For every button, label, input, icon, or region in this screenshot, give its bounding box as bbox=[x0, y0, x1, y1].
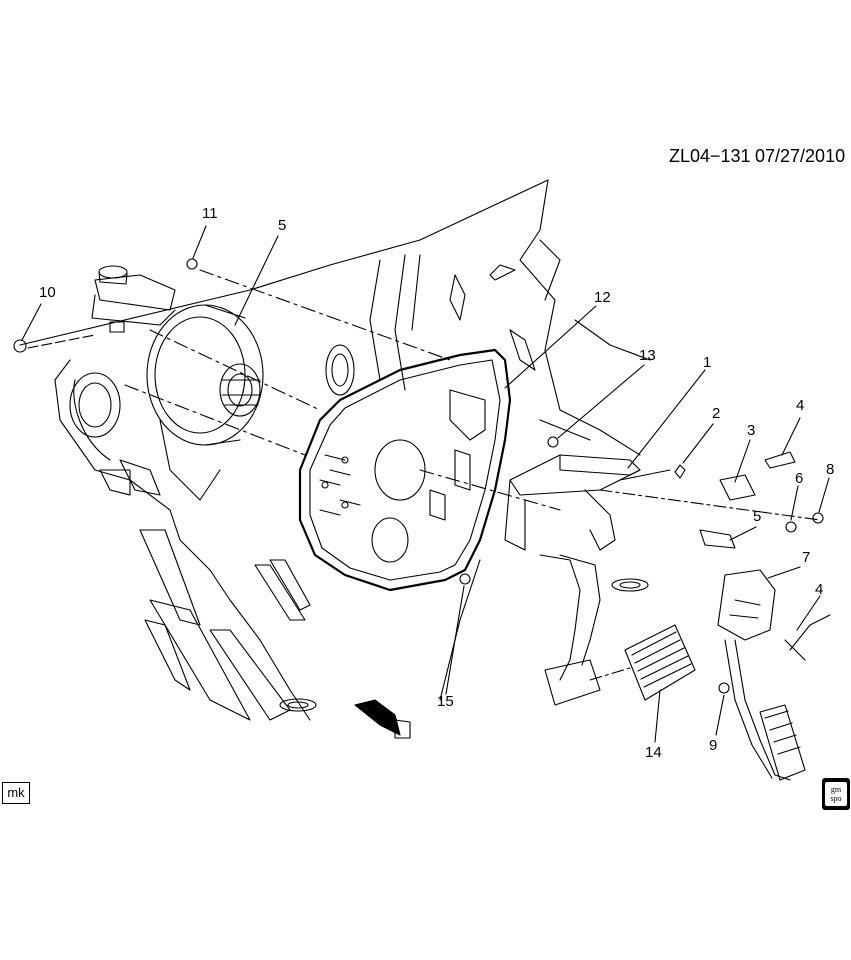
leader-lines bbox=[21, 225, 830, 743]
callout-2: 2 bbox=[712, 405, 721, 422]
reservoir bbox=[91, 265, 176, 333]
mk-stamp: mk bbox=[2, 782, 30, 804]
small-fasteners bbox=[13, 258, 824, 739]
callout-10: 14 bbox=[645, 744, 662, 761]
callout-5-right: 5 bbox=[753, 508, 762, 525]
callout-6: 6 bbox=[795, 470, 804, 487]
firewall-outline bbox=[19, 179, 651, 721]
reference-id: ZL04−131 bbox=[669, 146, 751, 166]
gm-logo-text: gm bbox=[830, 785, 842, 794]
callout-8: 7 bbox=[802, 549, 811, 566]
callout-15: 13 bbox=[639, 347, 656, 364]
callout-3: 3 bbox=[747, 422, 756, 439]
gasket bbox=[298, 348, 561, 592]
callout-12: 10 bbox=[39, 284, 56, 301]
callout-1: 1 bbox=[703, 354, 712, 371]
callout-14: 12 bbox=[594, 289, 611, 306]
callout-11: 15 bbox=[437, 693, 454, 710]
callout-4-top: 4 bbox=[796, 397, 805, 414]
callout-7: 8 bbox=[826, 461, 835, 478]
diagram-date: 07/27/2010 bbox=[755, 146, 846, 166]
callout-9: 9 bbox=[709, 737, 718, 754]
spo-logo-text: spo bbox=[830, 794, 842, 803]
callout-4-bottom: 4 bbox=[815, 581, 824, 598]
callout-13: 11 bbox=[202, 205, 218, 222]
callout-5: 5 bbox=[278, 217, 287, 234]
brake-pedal-bracket bbox=[504, 454, 641, 706]
accelerator-pedal-module bbox=[717, 569, 831, 781]
brake-pedal-pad bbox=[589, 624, 696, 701]
brake-booster bbox=[124, 269, 451, 456]
